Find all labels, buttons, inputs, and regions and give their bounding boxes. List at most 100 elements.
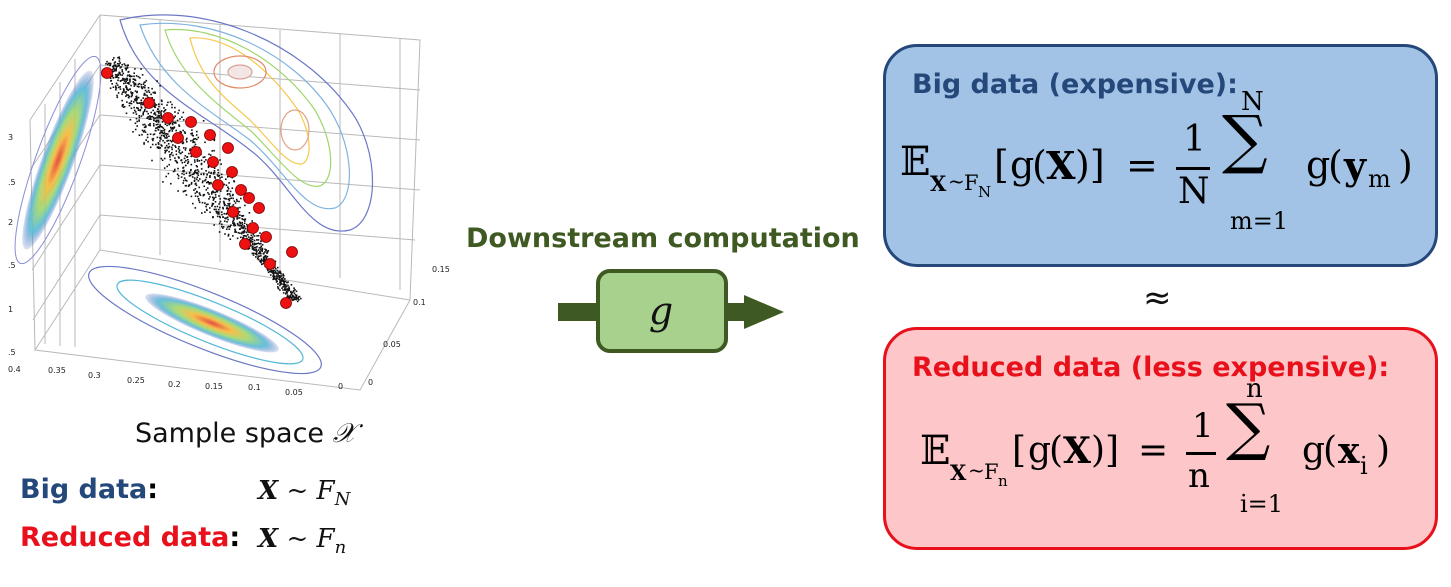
scatter-dot bbox=[223, 183, 225, 186]
scatter-dot bbox=[229, 190, 232, 193]
scatter-dot bbox=[112, 77, 115, 79]
scatter-dot bbox=[135, 117, 138, 120]
scatter-dot bbox=[159, 85, 161, 87]
scatter-dot bbox=[286, 294, 289, 296]
scatter-dot bbox=[219, 198, 221, 200]
scatter-dot bbox=[117, 79, 119, 82]
scatter-dot bbox=[223, 212, 226, 215]
scatter-dot bbox=[226, 190, 228, 192]
scatter-dot bbox=[153, 133, 156, 135]
scatter-dot bbox=[187, 159, 189, 161]
scatter-dot bbox=[253, 249, 255, 251]
scatter-dot bbox=[222, 216, 224, 218]
scatter-dot bbox=[242, 232, 245, 234]
scatter-dot bbox=[144, 94, 147, 96]
scatter-dot bbox=[261, 244, 264, 246]
scatter-dot bbox=[218, 195, 220, 197]
scatter-dot bbox=[194, 143, 197, 146]
scatter-dot bbox=[212, 216, 214, 218]
scatter-dot bbox=[157, 129, 160, 131]
scatter-dot bbox=[131, 94, 133, 97]
scatter-dot bbox=[216, 205, 219, 208]
scatter-dot bbox=[129, 75, 132, 78]
flow-diagram bbox=[558, 269, 784, 353]
big-sub-rv: X bbox=[930, 171, 947, 196]
scatter-dot bbox=[169, 139, 171, 142]
scatter-dot bbox=[152, 133, 155, 136]
scatter-dot bbox=[185, 147, 187, 149]
scatter-dot bbox=[192, 139, 194, 142]
scatter-dot bbox=[282, 292, 285, 294]
scatter-dot bbox=[163, 157, 166, 160]
scatter-dot bbox=[142, 131, 145, 133]
scatter-dot bbox=[143, 86, 146, 89]
scatter-dot bbox=[174, 115, 176, 117]
scatter-dot bbox=[132, 131, 134, 133]
sample-space-caption: Sample space 𝒳 bbox=[135, 418, 356, 450]
scatter-dot bbox=[228, 199, 231, 202]
scatter-dot bbox=[259, 251, 261, 254]
scatter-dot bbox=[194, 138, 196, 140]
scatter-dot bbox=[185, 172, 188, 175]
scatter-dot bbox=[120, 80, 122, 82]
scatter-dot bbox=[111, 68, 114, 71]
z-tick: .5 bbox=[8, 261, 16, 270]
reduced-open-bracket: [ bbox=[1012, 430, 1027, 471]
scatter-dot bbox=[178, 109, 180, 112]
scatter-dot bbox=[249, 237, 252, 239]
scatter-dot bbox=[182, 179, 185, 182]
scatter-dot bbox=[158, 103, 160, 105]
scatter-dot bbox=[119, 66, 122, 69]
scatter-dot bbox=[241, 232, 243, 235]
scatter-dot bbox=[210, 182, 212, 185]
scatter-dot bbox=[258, 243, 261, 245]
scatter-dot bbox=[278, 271, 280, 273]
scatter-dot bbox=[134, 68, 136, 70]
scatter-dot bbox=[283, 288, 286, 290]
scatter-dot bbox=[106, 60, 108, 63]
scatter-dot bbox=[173, 126, 176, 128]
z-tick: 2 bbox=[8, 218, 13, 227]
scatter-dot bbox=[253, 242, 256, 245]
scatter-dot bbox=[176, 173, 179, 176]
scatter-dot bbox=[296, 300, 299, 303]
scatter-dot bbox=[200, 173, 202, 176]
scatter-dot bbox=[214, 196, 217, 198]
scatter-dot bbox=[253, 243, 256, 246]
scatter-dot bbox=[108, 62, 111, 65]
legend-reduced-sub: n bbox=[334, 537, 347, 559]
scatter-dot bbox=[149, 124, 151, 127]
scatter-dot bbox=[217, 169, 219, 171]
legend-reduced-formula: X ~ Fn bbox=[258, 524, 346, 558]
scatter-dot bbox=[123, 80, 126, 82]
scatter-dot bbox=[226, 193, 229, 196]
scatter-dot bbox=[166, 124, 168, 127]
scatter-dot bbox=[286, 296, 289, 298]
scatter-dot bbox=[162, 181, 164, 183]
scatter-dot bbox=[289, 297, 292, 299]
scatter-dot bbox=[165, 133, 168, 135]
scatter-dot bbox=[118, 58, 121, 60]
scatter-dot bbox=[280, 279, 282, 282]
scatter-dot bbox=[138, 119, 140, 121]
scatter-dot bbox=[269, 274, 272, 276]
scatter-dot bbox=[204, 202, 206, 204]
scatter-dot bbox=[183, 170, 185, 173]
scatter-dot bbox=[154, 120, 157, 122]
scatter-dot bbox=[113, 62, 116, 64]
scatter-dot bbox=[183, 147, 185, 149]
scatter-dot bbox=[237, 215, 239, 217]
scatter-dot bbox=[221, 176, 223, 178]
scatter-dot bbox=[227, 198, 230, 200]
scatter-dot bbox=[208, 193, 210, 196]
scatter-dot bbox=[200, 162, 203, 165]
reduced-point bbox=[143, 97, 155, 109]
scatter-dot bbox=[239, 232, 241, 234]
scatter-dot bbox=[279, 283, 282, 286]
reduced-equals: = bbox=[1138, 430, 1169, 471]
scatter-dot bbox=[119, 88, 122, 90]
big-rhs-open-paren: ( bbox=[1328, 143, 1343, 187]
x-tick: 0.1 bbox=[248, 383, 261, 392]
scatter-dot bbox=[248, 247, 251, 250]
scatter-dot bbox=[158, 116, 160, 118]
